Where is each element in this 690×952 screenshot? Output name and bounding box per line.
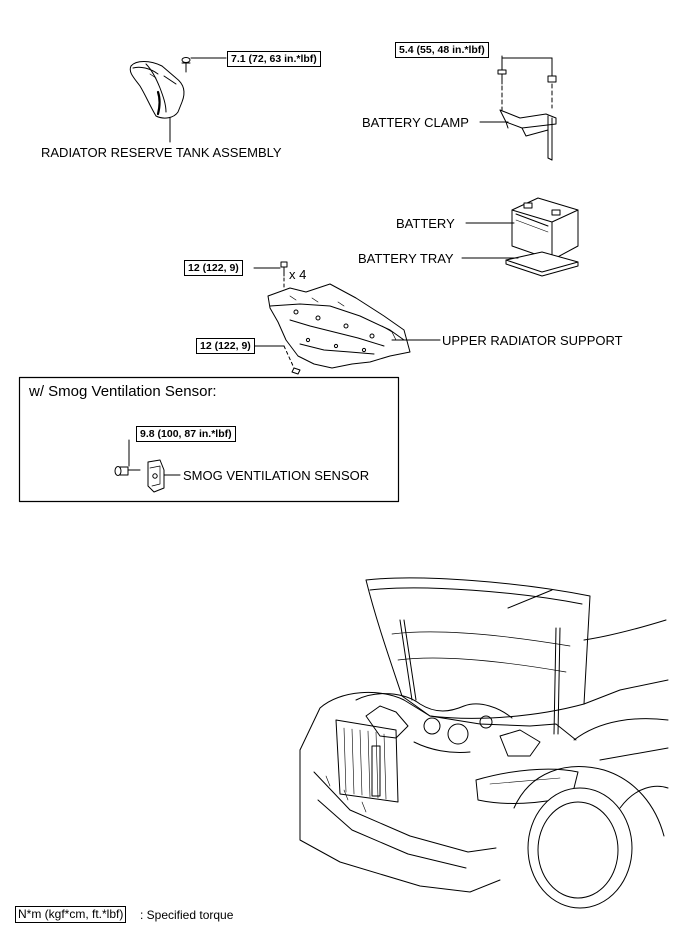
smog-sensor-inset-box xyxy=(18,376,400,503)
label-battery: BATTERY xyxy=(396,216,455,231)
legend-torque-unit: N*m (kgf*cm, ft.*lbf) xyxy=(15,906,127,923)
torque-spec-battery-clamp: 5.4 (55, 48 in.*lbf) xyxy=(395,42,489,58)
vehicle-front-drawing xyxy=(299,577,669,909)
label-battery-tray: BATTERY TRAY xyxy=(358,251,454,266)
torque-spec-upper-support-top: 12 (122, 9) xyxy=(184,260,243,276)
bolt-quantity: x 4 xyxy=(289,267,307,282)
radiator-reserve-tank-drawing xyxy=(129,61,185,143)
label-battery-clamp: BATTERY CLAMP xyxy=(362,115,469,130)
battery-clamp-bolts xyxy=(497,55,557,111)
reserve-tank-bolt xyxy=(181,57,191,73)
label-upper-radiator-support: UPPER RADIATOR SUPPORT xyxy=(442,333,623,348)
label-radiator-reserve-tank: RADIATOR RESERVE TANK ASSEMBLY xyxy=(41,145,282,160)
torque-spec-reserve-tank: 7.1 (72, 63 in.*lbf) xyxy=(227,51,321,67)
battery-clamp-drawing xyxy=(499,109,557,161)
smog-ventilation-sensor-drawing xyxy=(147,459,165,493)
legend-description: : Specified torque xyxy=(140,908,234,922)
label-smog-ventilation-sensor: SMOG VENTILATION SENSOR xyxy=(183,468,370,483)
battery-tray-drawing xyxy=(505,251,579,277)
torque-spec-smog-sensor: 9.8 (100, 87 in.*lbf) xyxy=(136,426,236,442)
smog-sensor-bolt xyxy=(114,439,141,476)
inset-title: w/ Smog Ventilation Sensor: xyxy=(29,383,217,400)
upper-radiator-support-drawing xyxy=(267,283,411,369)
torque-spec-upper-support-side: 12 (122, 9) xyxy=(196,338,255,354)
battery-drawing xyxy=(511,197,579,261)
upper-radiator-support-bolts xyxy=(280,261,301,375)
